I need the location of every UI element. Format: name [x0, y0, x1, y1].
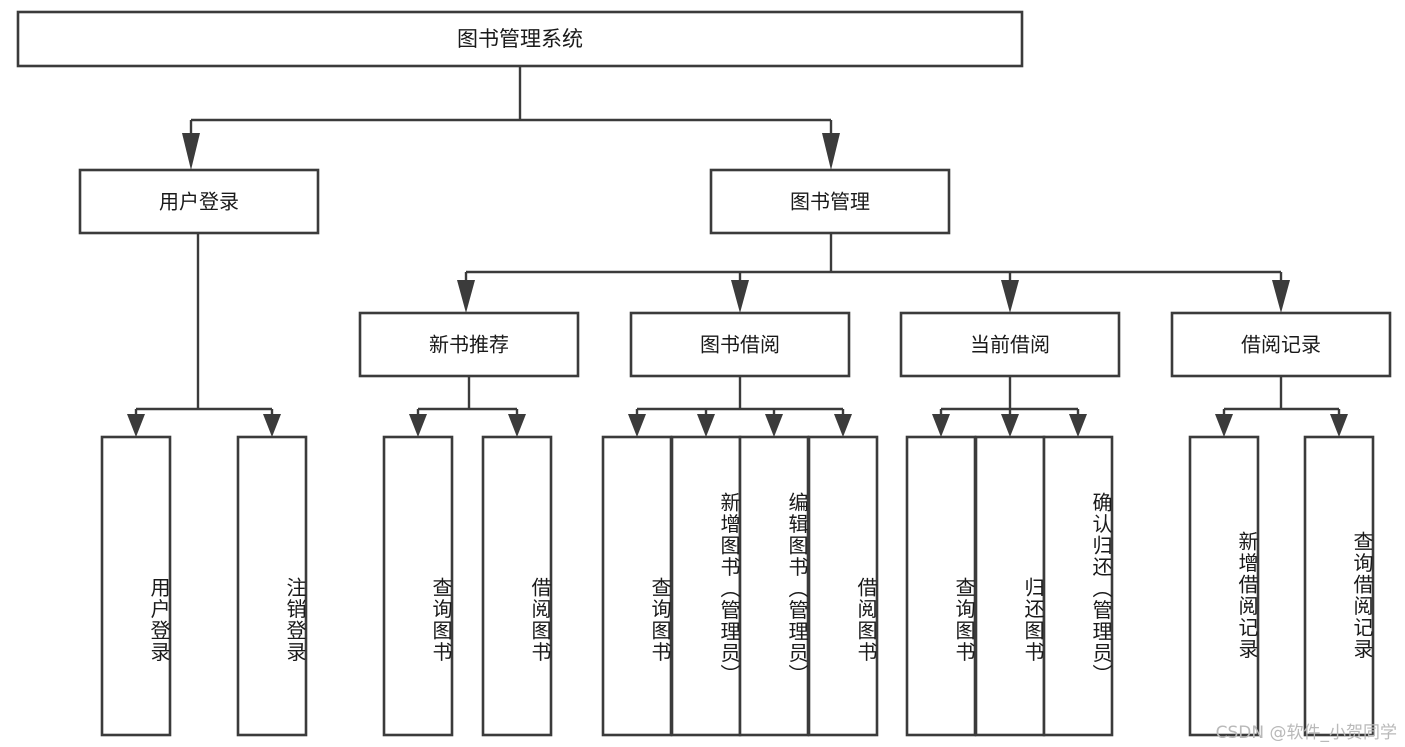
- arrow-head-leaf-query-book-3: [932, 414, 950, 437]
- connector-group-borrowrecord-to-leaves: [1215, 376, 1348, 437]
- arrow-head-leaf-edit-book: [765, 414, 783, 437]
- node-leaf-add-record-box[interactable]: [1188, 435, 1260, 737]
- node-new-book-recommend[interactable]: 新书推荐: [358, 311, 580, 378]
- node-book-borrow[interactable]: 图书借阅: [629, 311, 851, 378]
- connector-group-currentborrow-to-leaves: [932, 376, 1087, 437]
- connector-group-root-to-level2: [182, 66, 840, 170]
- node-book-manage[interactable]: 图书管理: [709, 168, 951, 235]
- node-borrow-record-label: 借阅记录: [1241, 333, 1321, 357]
- node-root-box[interactable]: [16, 10, 1024, 68]
- node-leaf-return-book-box[interactable]: [974, 435, 1046, 737]
- node-leaf-edit-book-box[interactable]: [738, 435, 810, 737]
- arrow-head-book-manage: [822, 133, 840, 170]
- connector-group-userlogin-to-leaves: [127, 233, 281, 437]
- node-user-login-label: 用户登录: [159, 190, 239, 214]
- arrow-head-book-borrow: [731, 280, 749, 313]
- arrow-head-leaf-user-logout: [263, 414, 281, 437]
- node-book-borrow-box[interactable]: [629, 311, 851, 378]
- arrow-head-leaf-confirm-return: [1069, 414, 1087, 437]
- node-leaf-user-login-box[interactable]: [100, 435, 172, 737]
- node-leaf-query-book-1-box[interactable]: [382, 435, 454, 737]
- node-leaf-confirm-return-box[interactable]: [1042, 435, 1114, 737]
- node-root[interactable]: 图书管理系统: [16, 10, 1024, 68]
- arrow-head-leaf-add-book: [697, 414, 715, 437]
- node-leaf-add-book-box[interactable]: [670, 435, 742, 737]
- arrow-head-leaf-borrow-book-1: [508, 414, 526, 437]
- arrow-head-leaf-add-record: [1215, 414, 1233, 437]
- node-borrow-record-box[interactable]: [1170, 311, 1392, 378]
- node-new-book-recommend-box[interactable]: [358, 311, 580, 378]
- node-book-manage-label: 图书管理: [790, 190, 870, 214]
- arrow-head-user-login: [182, 133, 200, 170]
- arrow-head-new-book-recommend: [457, 280, 475, 313]
- node-book-borrow-label: 图书借阅: [700, 333, 780, 357]
- arrow-head-current-borrow: [1001, 280, 1019, 313]
- node-leaf-borrow-book-1-box[interactable]: [481, 435, 553, 737]
- node-leaf-query-book-3-box[interactable]: [905, 435, 977, 737]
- arrow-head-leaf-borrow-book-2: [834, 414, 852, 437]
- node-book-manage-box[interactable]: [709, 168, 951, 235]
- node-leaf-user-logout-box[interactable]: [236, 435, 308, 737]
- node-current-borrow-box[interactable]: [899, 311, 1121, 378]
- arrow-head-leaf-query-book-1: [409, 414, 427, 437]
- arrow-head-leaf-query-record: [1330, 414, 1348, 437]
- connector-group-newbook-to-leaves: [409, 376, 526, 437]
- arrow-head-leaf-return-book: [1001, 414, 1019, 437]
- node-leaf-borrow-book-2-box[interactable]: [807, 435, 879, 737]
- connector-group-bookborrow-to-leaves: [628, 376, 852, 437]
- arrow-head-leaf-query-book-2: [628, 414, 646, 437]
- node-current-borrow[interactable]: 当前借阅: [899, 311, 1121, 378]
- node-new-book-recommend-label: 新书推荐: [429, 333, 509, 357]
- arrow-head-leaf-user-login: [127, 414, 145, 437]
- node-borrow-record[interactable]: 借阅记录: [1170, 311, 1392, 378]
- node-current-borrow-label: 当前借阅: [970, 333, 1050, 357]
- node-user-login-box[interactable]: [78, 168, 320, 235]
- connector-group-bookmanage-to-level3: [457, 233, 1290, 313]
- node-leaf-query-book-2-box[interactable]: [601, 435, 673, 737]
- arrow-head-borrow-record: [1272, 280, 1290, 313]
- node-root-label: 图书管理系统: [457, 27, 583, 51]
- node-leaf-query-record-box[interactable]: [1303, 435, 1375, 737]
- node-user-login[interactable]: 用户登录: [78, 168, 320, 235]
